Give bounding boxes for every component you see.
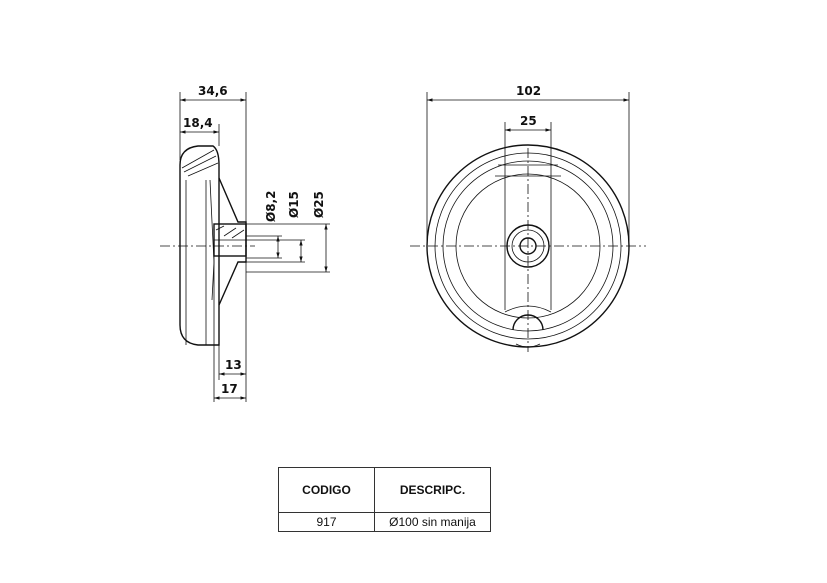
header-descripcion: DESCRIPC. <box>374 467 491 513</box>
dim-spoke-width: 25 <box>520 114 537 128</box>
cell-code: 917 <box>278 512 375 532</box>
side-view <box>160 145 255 346</box>
front-view-dimensions: 102 25 <box>426 84 630 246</box>
side-view-dimensions: 34,6 18,4 Ø8,2 Ø15 Ø25 13 17 <box>179 84 330 402</box>
dim-overall-width: 34,6 <box>198 84 228 98</box>
table-row: 917 Ø100 sin manija <box>278 512 491 532</box>
dim-hub-length: 13 <box>225 358 242 372</box>
cell-description: Ø100 sin manija <box>374 512 491 532</box>
dim-boss-diameter: Ø25 <box>312 191 326 218</box>
front-view <box>410 144 646 352</box>
dim-outer-diameter: 102 <box>516 84 541 98</box>
dim-hub-total: 17 <box>221 382 238 396</box>
dim-rim-width: 18,4 <box>183 116 213 130</box>
spec-table: CODIGO DESCRIPC. 917 Ø100 sin manija <box>278 467 491 532</box>
header-codigo: CODIGO <box>278 467 375 513</box>
dim-hub-diameter: Ø15 <box>287 191 301 218</box>
dim-hole-diameter: Ø8,2 <box>264 191 278 222</box>
table-header-row: CODIGO DESCRIPC. <box>278 467 491 513</box>
